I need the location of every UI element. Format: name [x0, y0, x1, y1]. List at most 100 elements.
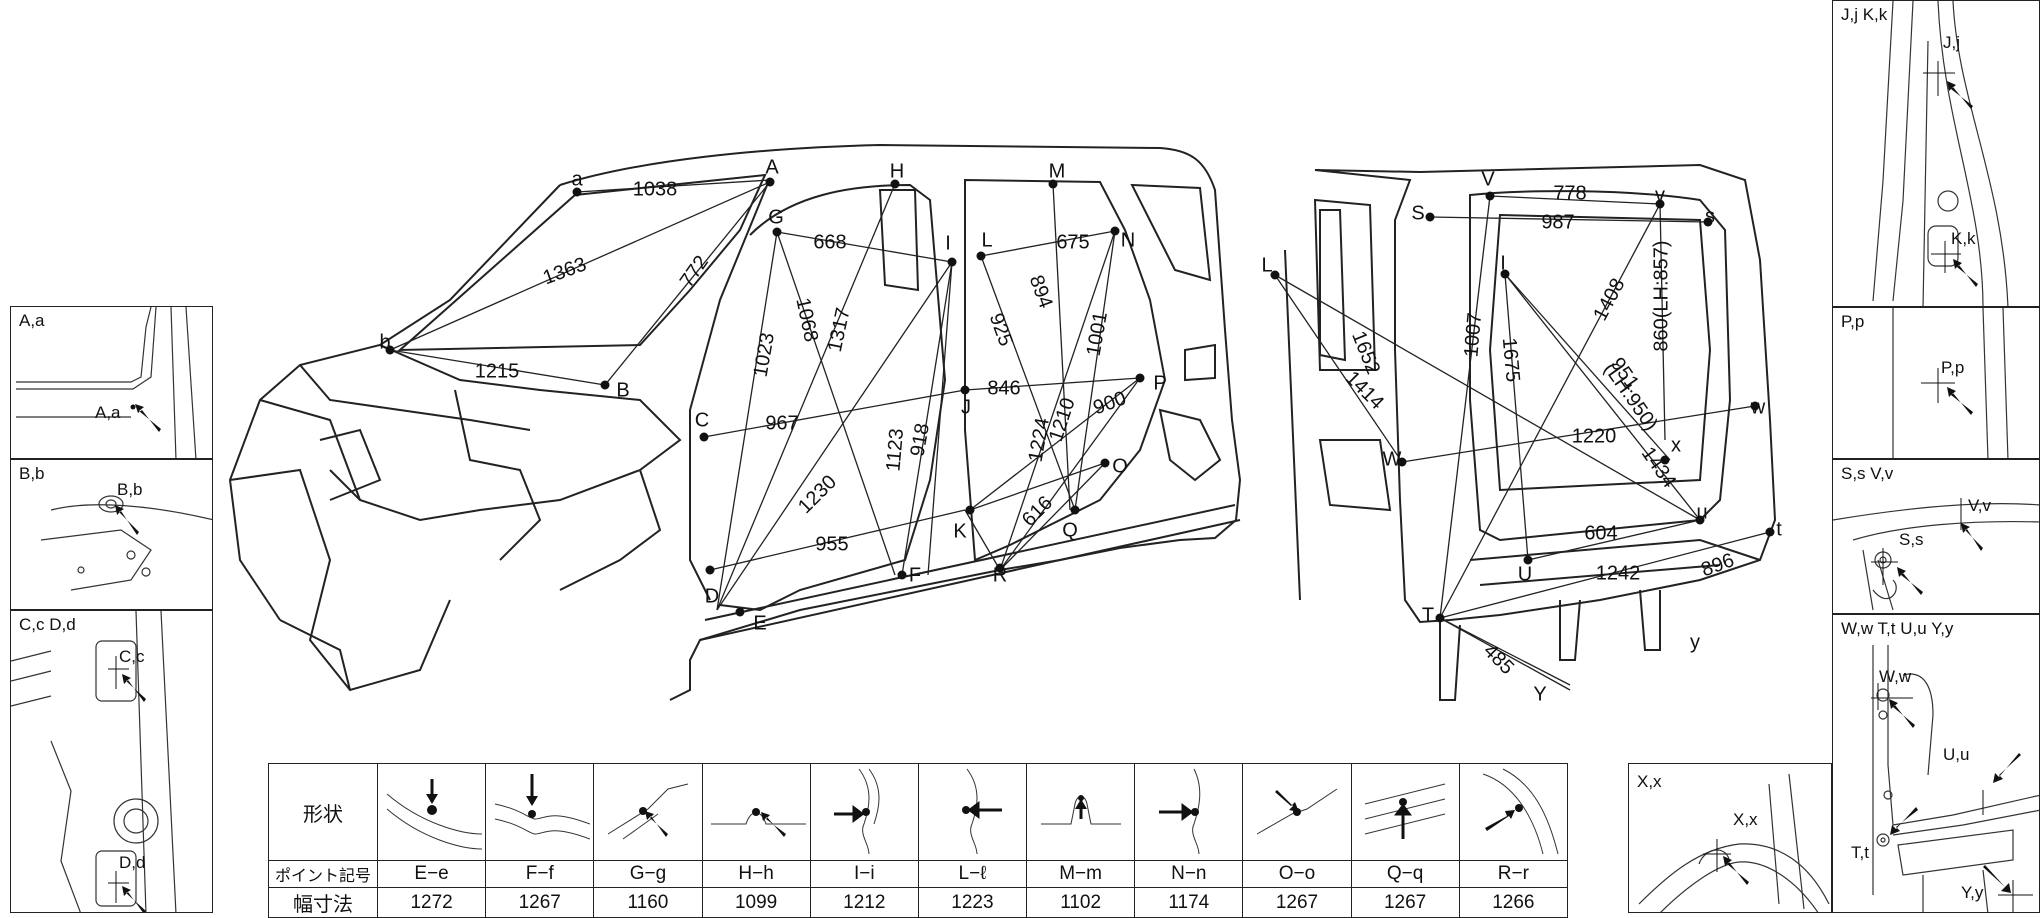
dimension-value: 1023 [750, 331, 779, 379]
point-label: D [705, 585, 719, 607]
shape-cell [376, 763, 487, 861]
dimension-value: 675 [1056, 231, 1089, 253]
detail-point-label: X,x [1733, 810, 1758, 829]
detail-title: C,c D,d [19, 615, 76, 634]
shape-cell [1026, 763, 1136, 861]
detail-point-label: S,s [1899, 530, 1924, 549]
point-label: E [753, 612, 766, 634]
point-label: S [1411, 202, 1424, 224]
point-symbol-cell: E−e [376, 860, 487, 888]
width-dimension-cell: 1099 [701, 887, 811, 918]
table-row-shape: 形状 [268, 763, 1569, 861]
width-dimension-cell: 1102 [1026, 887, 1136, 918]
dimension-value: 1038 [633, 178, 678, 200]
shape-cell [1134, 763, 1244, 861]
point-symbol-cell: N−n [1134, 860, 1244, 888]
detail-point-label: W,w [1879, 667, 1912, 686]
point-label: Q [1062, 519, 1078, 541]
dimension-value: 1215 [475, 360, 520, 382]
dimension-value: 900 [1090, 387, 1129, 419]
point-label: F [909, 564, 921, 586]
width-dimension-cell: 1267 [1350, 887, 1460, 918]
point-symbol-cell: G−g [593, 860, 703, 888]
point-label: Y [1533, 683, 1546, 705]
point-symbol-cell: R−r [1458, 860, 1569, 888]
point-symbol-cell: O−o [1242, 860, 1352, 888]
point-symbol-cell: L−ℓ [917, 860, 1028, 888]
dimension-value: 1242 [1596, 562, 1641, 584]
detail-box-xx: X,x X,x [1628, 763, 1832, 913]
dimension-value: 778 [1553, 182, 1586, 204]
point-label: y [1690, 631, 1700, 653]
point-symbol-cell: F−f [485, 860, 595, 888]
dimension-value: 1230 [794, 471, 841, 518]
detail-point-label-2: D,d [119, 853, 146, 872]
detail-box-sv: S,s V,v S,s V,v [1832, 459, 2040, 614]
point-label: G [768, 206, 784, 228]
point-symbol-cell: I−i [809, 860, 919, 888]
dimension-value: 1007 [1460, 312, 1486, 358]
dimension-value: 772 [676, 252, 713, 292]
detail-point-label-4: Y,y [1961, 883, 1984, 902]
point-label: I [945, 232, 951, 254]
detail-title: W,w T,t U,u Y,y [1841, 619, 1954, 638]
dimension-value: 894 [1025, 272, 1057, 311]
detail-box-pp: P,p P,p [1832, 307, 2040, 459]
width-dimension-cell: 1160 [593, 887, 703, 918]
detail-box-bb: B,b B,b [10, 459, 213, 610]
point-label: V [1481, 168, 1495, 190]
shape-cell [701, 763, 811, 861]
shape-cell [1242, 763, 1352, 861]
shape-cell [1458, 763, 1569, 861]
dimension-value: 668 [813, 231, 846, 253]
detail-drawing [1872, 1, 2009, 306]
point-label: v [1655, 184, 1665, 206]
width-dimension-cell: 1267 [485, 887, 595, 918]
point-label: a [571, 168, 583, 190]
detail-point-label: C,c [119, 647, 145, 666]
detail-drawing [1892, 308, 2009, 458]
dimension-value: 1408 [1589, 275, 1629, 325]
shape-cell [917, 763, 1028, 861]
point-label: L [1261, 254, 1272, 276]
detail-box-cd: C,c D,d C,c D,d [10, 610, 213, 913]
point-label: L [981, 229, 992, 251]
detail-box-wtuy: W,w T,t U,u Y,y W,w U,u T,t Y,y [1832, 614, 2040, 913]
point-label: B [616, 379, 629, 401]
detail-point-label: P,p [1941, 358, 1965, 377]
width-dimension-cell: 1267 [1242, 887, 1352, 918]
dimension-value: 1317 [824, 306, 855, 354]
detail-point-label-2: K,k [1951, 229, 1976, 248]
dimension-value: 846 [987, 377, 1020, 399]
detail-drawing [11, 611, 177, 912]
dimension-value: 604 [1584, 522, 1617, 544]
detail-drawing [1833, 498, 2039, 611]
detail-drawing [1871, 645, 2039, 912]
width-dimension-cell: 1272 [376, 887, 487, 918]
detail-point-label-2: V,v [1968, 496, 1992, 515]
detail-point-label: B,b [117, 480, 143, 499]
point-label: W [1383, 448, 1402, 470]
point-label: x [1671, 434, 1681, 456]
point-label: I [1500, 252, 1506, 274]
detail-point-label: A,a [95, 403, 121, 422]
point-label: U [1518, 563, 1532, 585]
row-label-width-dimension: 幅寸法 [268, 887, 378, 918]
point-label: K [953, 520, 967, 542]
dimension-value: 1675 [1498, 337, 1524, 383]
dimension-value: 955 [815, 533, 848, 555]
point-label: b [379, 331, 390, 353]
dimension-value: 1220 [1572, 425, 1617, 447]
point-label: N [1121, 229, 1135, 251]
detail-box-aa: A,a A,a [10, 306, 213, 459]
width-dimension-cell: 1174 [1134, 887, 1244, 918]
detail-box-jk: J,j K,k J,j K,k [1832, 0, 2040, 307]
point-label: O [1112, 455, 1128, 477]
dimension-value: 987 [1541, 211, 1574, 233]
detail-title: J,j K,k [1841, 5, 1888, 24]
detail-title: X,x [1637, 772, 1662, 791]
detail-point-label: J,j [1943, 33, 1960, 52]
shape-cell [1350, 763, 1460, 861]
